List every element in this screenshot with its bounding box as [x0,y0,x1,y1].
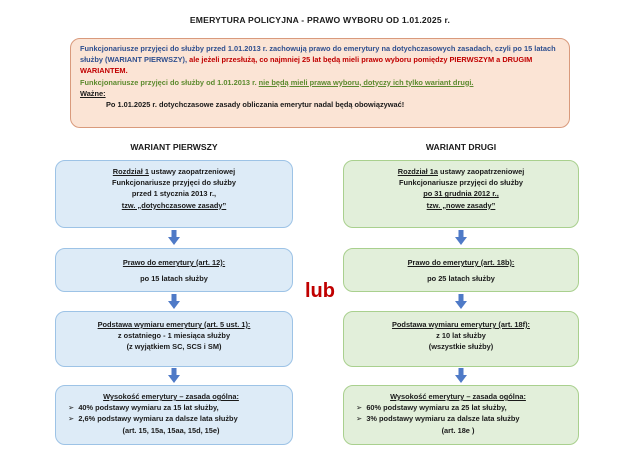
left-basis-line1: z ostatniego - 1 miesiąca służby [117,331,231,341]
left-box-entitlement: Prawo do emerytury (art. 12): po 15 lata… [55,248,293,292]
intro-blue-text: Funkcjonariusze przyjęci do służby przed… [80,44,556,65]
left-arrow-1 [168,230,180,245]
bullet-icon: ➢ [68,414,75,424]
right-arrow-3 [455,368,467,383]
bullet-icon: ➢ [68,403,75,413]
left-amount-item-2-text: 2,6% podstawy wymiaru za dalsze lata słu… [78,414,238,424]
right-box-basis: Podstawa wymiaru emerytury (art. 18f): z… [343,311,579,367]
page-title: EMERYTURA POLICYJNA - PRAWO WYBORU OD 1.… [189,15,451,25]
left-chapter-line2: Funkcjonariusze przyjęci do służby [111,178,237,188]
left-amount-item-1-text: 40% podstawy wymiaru za 15 lat służby, [78,403,219,413]
right-entitlement-text: po 25 latach służby [427,274,495,284]
left-amount-item-2: ➢ 2,6% podstawy wymiaru za dalsze lata s… [68,413,286,424]
intro-paragraph-2: Funkcjonariusze przyjęci do służby od 1.… [80,77,560,88]
left-entitlement-text: po 15 latach służby [140,274,208,284]
intro-plain-text: Funkcjonariusze przyjęci do służby od 1.… [80,77,259,87]
right-box-amount: Wysokość emerytury – zasada ogólna: ➢ 60… [343,385,579,445]
right-column-heading: WARIANT DRUGI [425,142,497,152]
right-chapter-ref: Rozdział 1a [397,167,438,176]
left-chapter-line: Rozdział 1 ustawy zaopatrzeniowej [62,166,286,177]
right-amount-item-2: ➢ 3% podstawy wymiaru za dalsze lata słu… [356,413,572,424]
right-chapter-line3: po 31 grudnia 2012 r., [423,189,499,199]
right-basis-line2: (wszystkie służby) [428,342,494,352]
right-amount-item-1-text: 60% podstawy wymiaru za 25 lat służby, [366,403,507,413]
left-basis-title: Podstawa wymiaru emerytury (art. 5 ust. … [97,320,251,329]
left-chapter-rest: ustawy zaopatrzeniowej [148,167,236,176]
left-chapter-line3: przed 1 stycznia 2013 r., [131,189,217,199]
left-entitlement-title: Prawo do emerytury (art. 12): [122,258,226,267]
or-label: lub [305,280,335,302]
right-arrow-2 [455,294,467,309]
left-box-chapter: Rozdział 1 ustawy zaopatrzeniowej Funkcj… [55,160,293,228]
left-amount-item-3: (art. 15, 15a, 15aa, 15d, 15e) [122,425,220,435]
intro-green-text: nie będą mieli prawa wyboru, dotyczy ich… [258,77,474,87]
important-text: Po 1.01.2025 r. dotychczasowe zasady obl… [106,100,405,110]
bullet-icon: ➢ [356,414,363,424]
intro-box: Funkcjonariusze przyjęci do służby przed… [70,38,570,128]
right-chapter-line4: tzw. „nowe zasady” [426,200,496,210]
right-box-chapter: Rozdział 1a ustawy zaopatrzeniowej Funkc… [343,160,579,228]
intro-paragraph-1: Funkcjonariusze przyjęci do służby przed… [80,43,560,77]
right-amount-item-2-text: 3% podstawy wymiaru za dalsze lata służb… [366,414,520,424]
left-column-heading: WARIANT PIERWSZY [130,142,218,152]
right-entitlement-title: Prawo do emerytury (art. 18b): [407,258,515,267]
left-chapter-ref: Rozdział 1 [112,167,149,176]
right-chapter-line: Rozdział 1a ustawy zaopatrzeniowej [350,166,572,177]
important-label: Ważne: [80,88,106,98]
left-basis-line2: (z wyjątkiem SC, SCS i SM) [126,342,222,352]
right-amount-title: Wysokość emerytury – zasada ogólna: [390,392,526,401]
left-arrow-2 [168,294,180,309]
right-box-entitlement: Prawo do emerytury (art. 18b): po 25 lat… [343,248,579,292]
right-amount-item-3: (art. 18e ) [441,425,475,435]
left-amount-item-1: ➢ 40% podstawy wymiaru za 15 lat służby, [68,402,286,413]
left-box-basis: Podstawa wymiaru emerytury (art. 5 ust. … [55,311,293,367]
intro-red-text: ale jeżeli przesłużą, co najmniej 25 lat… [80,55,533,76]
right-amount-item-1: ➢ 60% podstawy wymiaru za 25 lat służby, [356,402,572,413]
left-box-amount: Wysokość emerytury – zasada ogólna: ➢ 40… [55,385,293,445]
right-chapter-rest: ustawy zaopatrzeniowej [438,167,525,176]
right-arrow-1 [455,230,467,245]
right-basis-line1: z 10 lat służby [436,331,486,341]
right-basis-title: Podstawa wymiaru emerytury (art. 18f): [391,320,530,329]
left-arrow-3 [168,368,180,383]
right-chapter-line2: Funkcjonariusze przyjęci do służby [398,178,524,188]
left-amount-title: Wysokość emerytury – zasada ogólna: [103,392,239,401]
left-chapter-line4: tzw. „dotychczasowe zasady” [121,200,227,210]
bullet-icon: ➢ [356,403,363,413]
